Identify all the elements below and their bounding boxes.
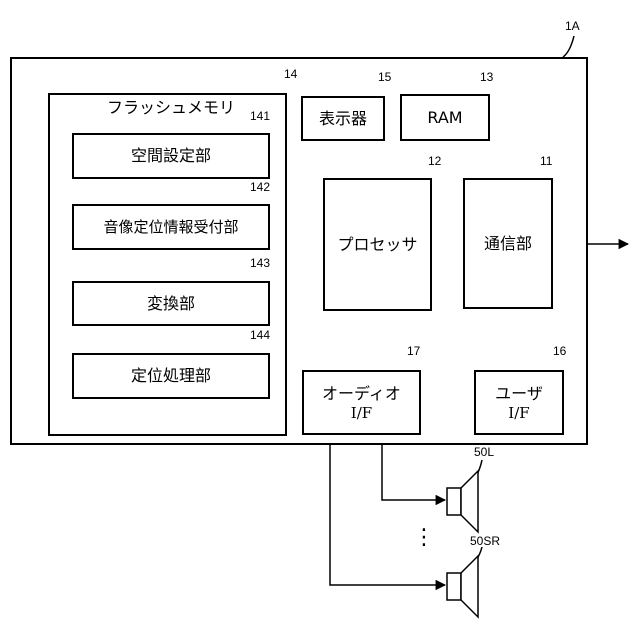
ellipsis-mark: ⋮ <box>413 527 435 549</box>
flash-memory-title: フラッシュメモリ <box>107 98 235 118</box>
module-ref: 142 <box>250 181 270 193</box>
module-label: 変換部 <box>147 294 195 314</box>
module-ref: 143 <box>250 257 270 269</box>
comm-ref: 11 <box>540 155 552 167</box>
module-conversion: 変換部 <box>72 281 270 326</box>
module-localization-info: 音像定位情報受付部 <box>72 204 270 250</box>
flash-memory-ref: 14 <box>284 68 297 80</box>
processor-label: プロセッサ <box>337 235 417 255</box>
module-space-setting: 空間設定部 <box>72 133 270 179</box>
processor-block: プロセッサ <box>323 178 432 311</box>
audio-interface-sub: I/F <box>351 404 372 422</box>
speaker-50sr-ref: 50SR <box>470 535 500 547</box>
speaker-50sr-icon <box>447 556 478 617</box>
processor-ref: 12 <box>428 155 441 167</box>
module-label: 空間設定部 <box>131 146 211 166</box>
audio-interface-label: オーディオ <box>322 384 401 404</box>
speaker-50l-ref: 50L <box>474 446 494 458</box>
comm-label: 通信部 <box>484 234 532 254</box>
user-interface-ref: 16 <box>553 345 566 357</box>
module-ref: 141 <box>250 110 270 122</box>
user-interface-sub: I/F <box>508 404 529 422</box>
display-block: 表示器 <box>301 96 385 141</box>
display-label: 表示器 <box>319 109 367 129</box>
audio-interface-ref: 17 <box>407 345 420 357</box>
audio-interface-block: オーディオ I/F <box>302 370 421 435</box>
ram-label: RAM <box>427 108 462 128</box>
device-ref: 1A <box>565 20 580 32</box>
display-ref: 15 <box>378 71 391 83</box>
leader-1a <box>563 36 574 57</box>
user-interface-label: ユーザ <box>495 384 543 404</box>
module-label: 定位処理部 <box>131 366 211 386</box>
audio-speaker-sr-link <box>330 435 445 585</box>
comm-block: 通信部 <box>463 178 553 309</box>
module-label: 音像定位情報受付部 <box>103 217 238 237</box>
speaker-50l-icon <box>447 471 478 532</box>
ram-ref: 13 <box>480 71 493 83</box>
module-ref: 144 <box>250 329 270 341</box>
user-interface-block: ユーザ I/F <box>474 370 564 435</box>
ram-block: RAM <box>400 94 490 141</box>
module-localization-processing: 定位処理部 <box>72 353 270 399</box>
